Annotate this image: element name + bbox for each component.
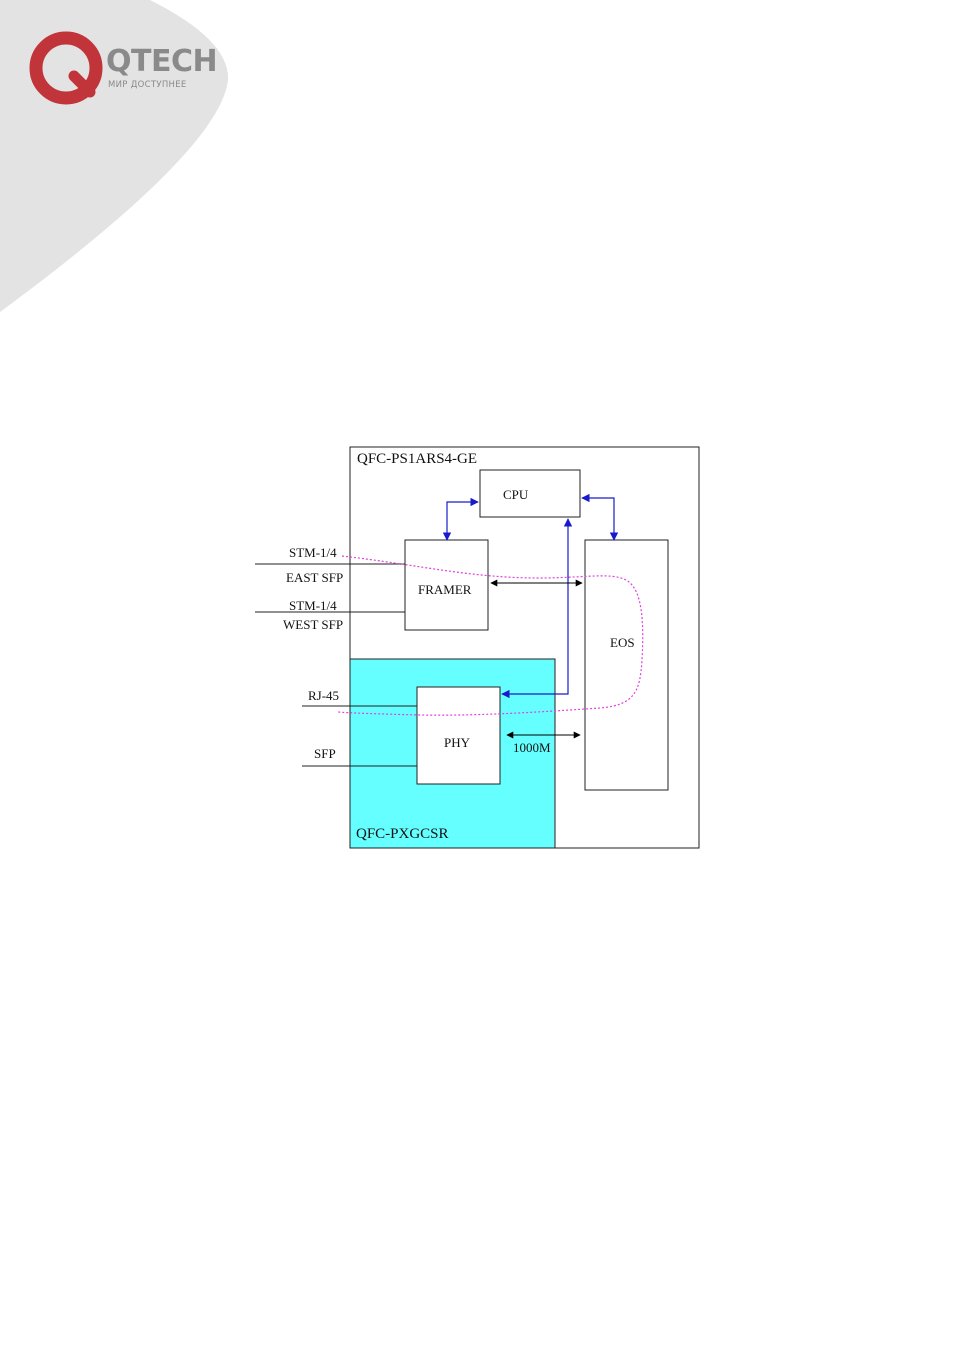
phy-label: PHY	[444, 736, 470, 749]
eos-block	[585, 540, 668, 790]
eos-label: EOS	[610, 636, 635, 649]
stm-west-label: STM-1/4	[289, 599, 337, 612]
cpu-block	[480, 470, 580, 517]
west-sfp-label: WEST SFP	[283, 618, 343, 631]
link-speed-label: 1000M	[513, 741, 551, 754]
cpu-label: CPU	[503, 488, 528, 501]
outer-board-label: QFC-PS1ARS4-GE	[357, 452, 477, 467]
rj45-label: RJ-45	[308, 689, 339, 702]
sub-board-label: QFC-PXGCSR	[356, 827, 449, 842]
east-sfp-label: EAST SFP	[286, 571, 343, 584]
stm-east-label: STM-1/4	[289, 546, 337, 559]
framer-label: FRAMER	[418, 583, 471, 596]
sfp-label: SFP	[314, 747, 336, 760]
